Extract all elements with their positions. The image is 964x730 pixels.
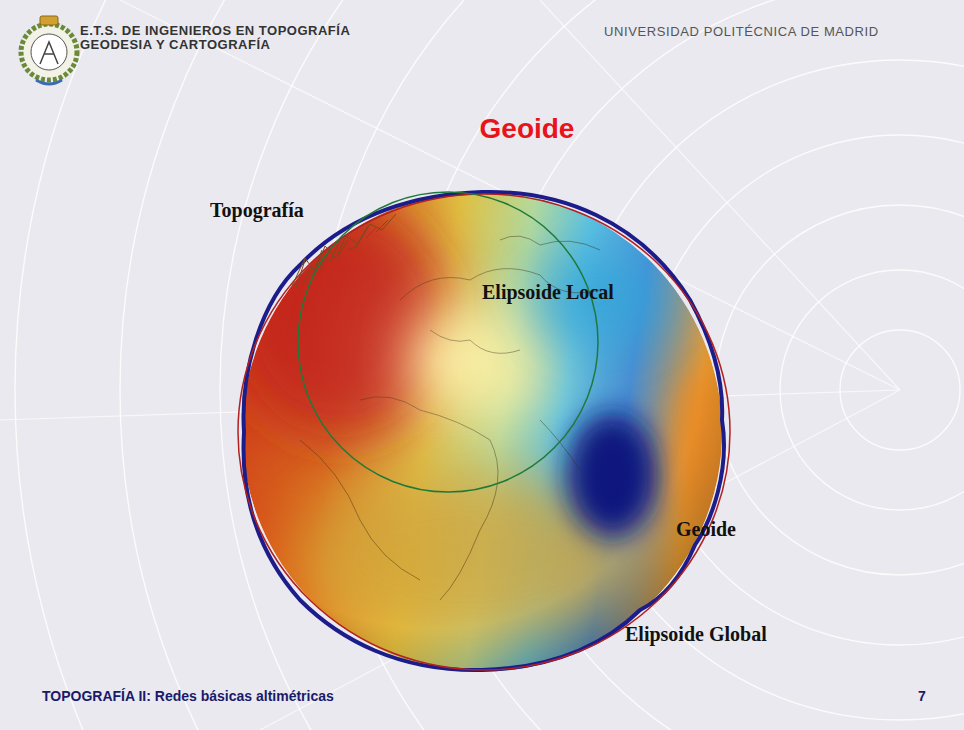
topography-hatch	[292, 214, 396, 288]
geoid-label: Geoide	[676, 517, 736, 541]
background-rays	[0, 0, 900, 730]
local-ellipsoid-label: Elipsoide Local	[482, 280, 614, 304]
local-ellipsoid	[298, 192, 598, 492]
logo-emblem	[21, 16, 77, 84]
page-number: 7	[918, 688, 926, 705]
global-ellipsoid-label: Elipsoide Global	[625, 622, 767, 646]
background-rings	[15, 0, 964, 730]
global-ellipsoid	[238, 194, 730, 670]
geoid-globe	[230, 192, 735, 672]
footer-course: TOPOGRAFÍA II: Redes básicas altimétrica…	[42, 688, 334, 705]
geoid-outline	[243, 192, 723, 670]
slide-title: Geoide	[480, 112, 575, 146]
school-header: E.T.S. DE INGENIEROS EN TOPOGRAFÍA GEODE…	[80, 24, 380, 51]
topography-label: Topografía	[210, 198, 304, 222]
university-header: UNIVERSIDAD POLITÉCNICA DE MADRID	[604, 24, 879, 40]
